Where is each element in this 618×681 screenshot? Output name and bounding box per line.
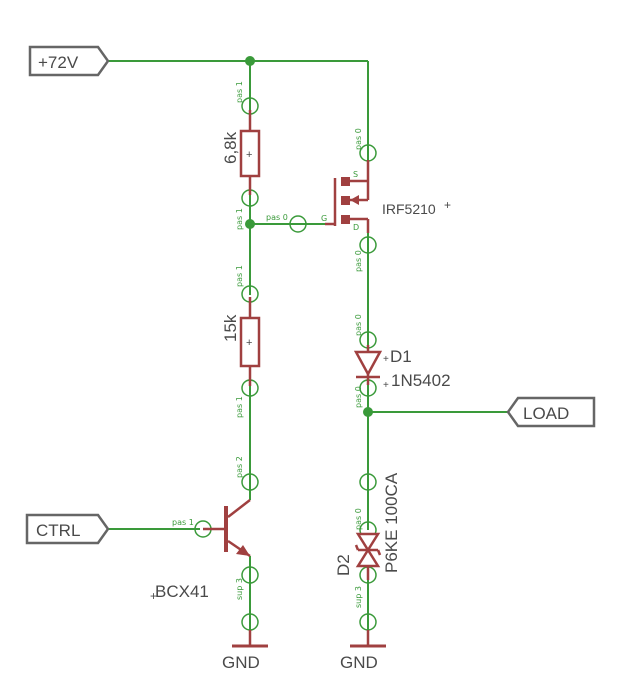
mosfet-plus-marker: + xyxy=(444,198,451,212)
bjt-part: BCX41 xyxy=(155,582,209,601)
gnd-left: GND xyxy=(222,630,268,672)
r1-value: 6,8k xyxy=(221,131,240,164)
port-load[interactable]: LOAD xyxy=(506,396,596,428)
pin-circle xyxy=(241,566,259,584)
port-vin[interactable]: +72V xyxy=(28,45,110,77)
pin-label: pas 0 xyxy=(354,386,363,408)
tvs-diode-d2[interactable] xyxy=(354,532,382,580)
wires xyxy=(108,60,508,645)
pin-label: pas 1 xyxy=(235,396,244,418)
pin-label: pas 0 xyxy=(354,314,363,336)
pin-label: pas 1 xyxy=(235,208,244,230)
pin-circle xyxy=(359,236,377,254)
junctions xyxy=(245,56,373,417)
pin-label: pas 0 xyxy=(354,250,363,272)
mosfet-source-pin: S xyxy=(353,170,358,179)
resistor-r1[interactable]: + 6,8k xyxy=(221,110,261,195)
r1-plus-marker: + xyxy=(246,149,252,161)
mosfet-irf5210[interactable] xyxy=(325,160,370,233)
pin-label: pas 1 xyxy=(235,81,244,103)
junction-gate xyxy=(245,219,255,229)
junction-load xyxy=(363,407,373,417)
d1-value: 1N5402 xyxy=(391,371,451,390)
bjt-bcx41[interactable] xyxy=(203,499,251,558)
pin-circle xyxy=(289,215,307,233)
port-ctrl-label: CTRL xyxy=(36,521,80,540)
gnd-right-label: GND xyxy=(340,653,378,672)
pin-label: sup 3 xyxy=(354,586,363,608)
gnd-left-label: GND xyxy=(222,653,260,672)
pin-label: pas 1 xyxy=(172,518,194,527)
r2-plus-marker: + xyxy=(246,337,252,349)
diode-d1[interactable] xyxy=(353,345,383,385)
pin-circle xyxy=(241,473,259,491)
d1-name: D1 xyxy=(390,347,412,366)
pin-circle xyxy=(359,473,377,491)
pin-label: pas 2 xyxy=(235,456,244,478)
d2-name: D2 xyxy=(334,554,353,576)
d1-name-marker: + xyxy=(383,354,389,365)
gnd-right: GND xyxy=(340,630,386,672)
port-ctrl[interactable]: CTRL xyxy=(25,513,110,545)
bjt-plus-marker: + xyxy=(150,589,157,603)
junction-vin xyxy=(245,56,255,66)
port-load-label: LOAD xyxy=(523,404,569,423)
pin-label: pas 0 xyxy=(354,128,363,150)
resistor-r2[interactable]: + 15k xyxy=(221,297,261,386)
r2-value: 15k xyxy=(221,314,240,342)
pin-label: pas 0 xyxy=(266,213,288,222)
pin-label: pas 0 xyxy=(354,508,363,530)
port-vin-label: +72V xyxy=(38,53,79,72)
mosfet-part: IRF5210 xyxy=(382,201,436,217)
d2-value: P6KE 100CA xyxy=(382,472,401,573)
pin-labels: pas 1 pas 1 pas 1 pas 1 pas 2 sup 3 pas … xyxy=(172,81,363,608)
pin-label: pas 1 xyxy=(235,265,244,287)
mosfet-gate-pin: G xyxy=(321,214,327,223)
d1-value-marker: + xyxy=(383,380,389,391)
pin-label: sup 3 xyxy=(235,578,244,600)
mosfet-drain-pin: D xyxy=(353,223,359,232)
